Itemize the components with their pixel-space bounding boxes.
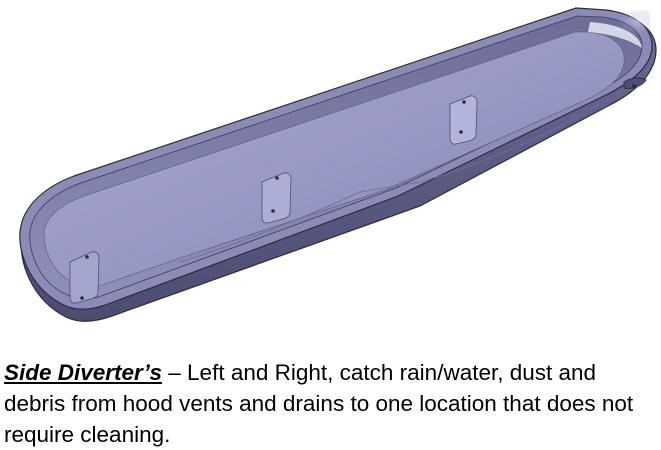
- caption-term: Side Diverter’s: [4, 360, 163, 385]
- mounting-tab-middle: [261, 172, 292, 224]
- diverter-figure: [19, 7, 657, 322]
- drain-notch: [623, 77, 647, 89]
- mounting-tab-left: [69, 251, 100, 304]
- caption-paragraph: Side Diverter’s – Left and Right, catch …: [4, 357, 654, 450]
- caption-text: Left and Right, catch rain/water, dust a…: [4, 360, 634, 447]
- mounting-tab-right: [449, 95, 478, 145]
- diverter-floor-ridge: [179, 103, 601, 263]
- side-diverter-render: [19, 7, 657, 322]
- caption-dash: –: [162, 360, 188, 385]
